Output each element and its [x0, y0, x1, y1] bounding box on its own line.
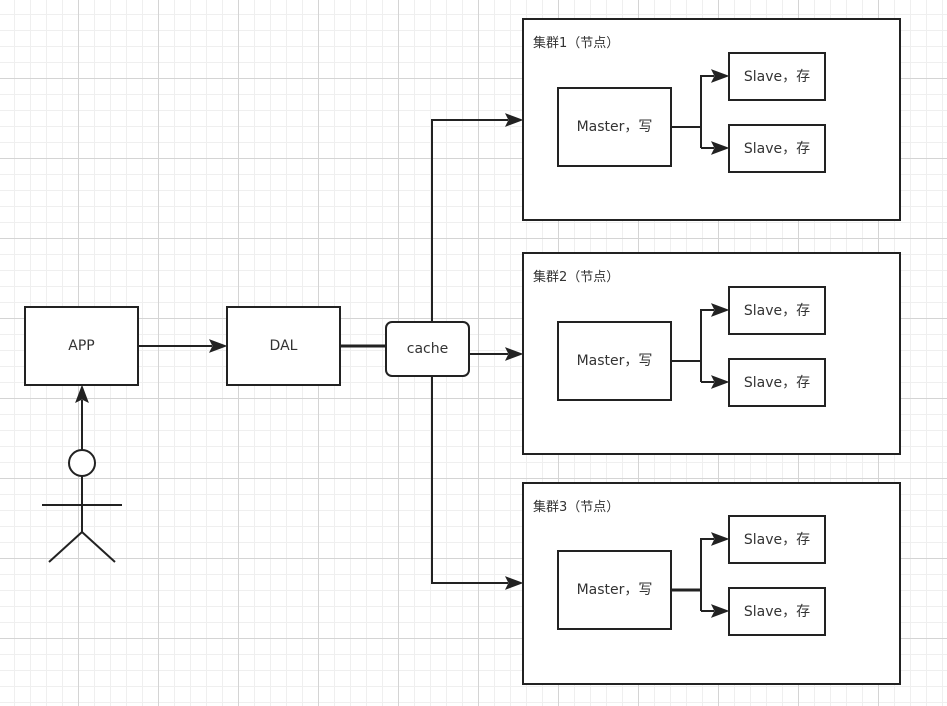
cluster-1-master-label: Master，写 [577, 119, 653, 135]
cluster-3-title: 集群3（节点） [533, 499, 619, 515]
cluster-1-replication-connector [671, 69, 730, 155]
node-app-label: APP [68, 338, 94, 354]
node-cache[interactable]: cache [385, 321, 470, 377]
cluster-1[interactable]: 集群1（节点） Master，写 Slave，存 Slave，存 [522, 18, 901, 221]
cluster-2-master-label: Master，写 [577, 353, 653, 369]
user-actor-icon [42, 449, 122, 563]
connector-app-dal [138, 339, 228, 353]
cluster-2-master[interactable]: Master，写 [557, 321, 672, 401]
cluster-3-master[interactable]: Master，写 [557, 550, 672, 630]
cluster-2-title: 集群2（节点） [533, 269, 619, 285]
connector-actor-app [75, 384, 89, 450]
cluster-2-replication-connector [671, 303, 730, 389]
cluster-1-slave-2[interactable]: Slave，存 [728, 124, 826, 173]
cluster-2[interactable]: 集群2（节点） Master，写 Slave，存 Slave，存 [522, 252, 901, 455]
cluster-3-replication-connector [671, 532, 730, 618]
node-cache-label: cache [407, 341, 448, 357]
cluster-1-slave-1-label: Slave，存 [744, 69, 810, 85]
cluster-2-slave-2[interactable]: Slave，存 [728, 358, 826, 407]
cluster-3-slave-1[interactable]: Slave，存 [728, 515, 826, 564]
cluster-1-slave-1[interactable]: Slave，存 [728, 52, 826, 101]
cluster-1-title: 集群1（节点） [533, 35, 619, 51]
cluster-3-master-label: Master，写 [577, 582, 653, 598]
node-dal[interactable]: DAL [226, 306, 341, 386]
cluster-1-slave-2-label: Slave，存 [744, 141, 810, 157]
cluster-2-slave-2-label: Slave，存 [744, 375, 810, 391]
cluster-3-slave-2[interactable]: Slave，存 [728, 587, 826, 636]
cluster-2-slave-1[interactable]: Slave，存 [728, 286, 826, 335]
node-dal-label: DAL [270, 338, 298, 354]
cluster-2-slave-1-label: Slave，存 [744, 303, 810, 319]
cluster-3[interactable]: 集群3（节点） Master，写 Slave，存 Slave，存 [522, 482, 901, 685]
connector-cache-clusters [431, 113, 524, 590]
cluster-3-slave-1-label: Slave，存 [744, 532, 810, 548]
cluster-1-master[interactable]: Master，写 [557, 87, 672, 167]
cluster-3-slave-2-label: Slave，存 [744, 604, 810, 620]
node-app[interactable]: APP [24, 306, 139, 386]
